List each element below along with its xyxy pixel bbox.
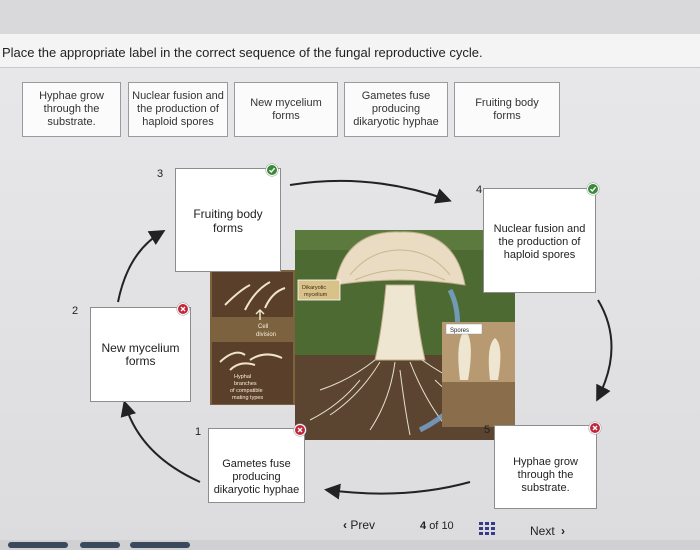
correct-check-icon	[587, 183, 599, 195]
next-label: Next	[530, 524, 555, 538]
prev-label: Prev	[350, 518, 376, 532]
arrow-2-to-3	[117, 229, 166, 303]
correct-check-icon	[266, 164, 278, 176]
label-chip-nuclear-fusion[interactable]: Nuclear fusion and the production of hap…	[128, 82, 228, 137]
label-chip-new-mycelium[interactable]: New mycelium forms	[234, 82, 338, 137]
bottom-toolbar-strip	[0, 540, 700, 550]
incorrect-x-icon	[294, 424, 306, 436]
drop-slot-5[interactable]: Hyphae grow through the substrate.	[494, 425, 597, 509]
slot-number-5: 5	[484, 424, 491, 436]
slot-number-4: 4	[476, 184, 483, 196]
slot-4-label: Nuclear fusion and the production of hap…	[493, 223, 586, 261]
arrow-4-to-5	[596, 299, 613, 402]
arrow-3-to-4	[289, 179, 452, 204]
slot-number-3: 3	[157, 168, 164, 180]
page-indicator: 4 of 10	[420, 520, 454, 532]
fungal-life-cycle-illustration: Cell division Hyphal branches of compati…	[210, 230, 515, 440]
label-chip-hyphae-grow[interactable]: Hyphae grow through the substrate.	[22, 82, 121, 137]
prev-button[interactable]: ‹ Prev	[343, 518, 375, 532]
slot-number-2: 2	[72, 305, 79, 317]
incorrect-x-icon	[177, 303, 189, 315]
label-chip-gametes-fuse[interactable]: Gametes fuse producing dikaryotic hyphae	[344, 82, 448, 137]
svg-text:Spores: Spores	[450, 328, 469, 334]
svg-text:of compatible: of compatible	[230, 388, 263, 394]
chevron-left-icon: ‹	[343, 518, 347, 532]
label-chip-fruiting-body[interactable]: Fruiting body forms	[454, 82, 560, 137]
svg-text:mycelium: mycelium	[304, 292, 328, 298]
svg-text:Dikaryotic: Dikaryotic	[302, 285, 326, 291]
toolbar-segment	[8, 542, 68, 548]
page-total: 10	[441, 520, 454, 532]
svg-text:division: division	[256, 332, 276, 338]
instruction-text: Place the appropriate label in the corre…	[0, 34, 700, 68]
top-bar	[0, 0, 700, 34]
drop-slot-3[interactable]: Fruiting body forms	[175, 168, 281, 272]
slot-number-1: 1	[195, 426, 202, 438]
drop-slot-4[interactable]: Nuclear fusion and the production of hap…	[483, 188, 596, 293]
svg-text:Hyphal: Hyphal	[234, 374, 251, 380]
question-grid-icon[interactable]	[479, 522, 495, 536]
svg-text:Cell: Cell	[258, 324, 268, 330]
slot-3-label: Fruiting body forms	[193, 207, 263, 235]
drop-slot-1[interactable]: Gametes fuse producing dikaryotic hyphae	[208, 428, 305, 503]
slot-1-label: Gametes fuse producing dikaryotic hyphae	[213, 458, 300, 496]
svg-text:mating types: mating types	[232, 395, 263, 401]
slot-2-label: New mycelium forms	[101, 341, 180, 368]
slot-5-label: Hyphae grow through the substrate.	[513, 456, 578, 494]
page-of: of	[429, 520, 439, 532]
toolbar-segment	[80, 542, 120, 548]
next-button[interactable]: Next ›	[530, 524, 565, 538]
arrow-5-to-1	[324, 481, 471, 500]
arrow-1-to-2	[120, 400, 201, 483]
page-current: 4	[420, 520, 427, 532]
chevron-right-icon: ›	[561, 524, 566, 538]
svg-text:branches: branches	[234, 381, 257, 387]
toolbar-segment	[130, 542, 190, 548]
drop-slot-2[interactable]: New mycelium forms	[90, 307, 191, 402]
incorrect-x-icon	[589, 422, 601, 434]
